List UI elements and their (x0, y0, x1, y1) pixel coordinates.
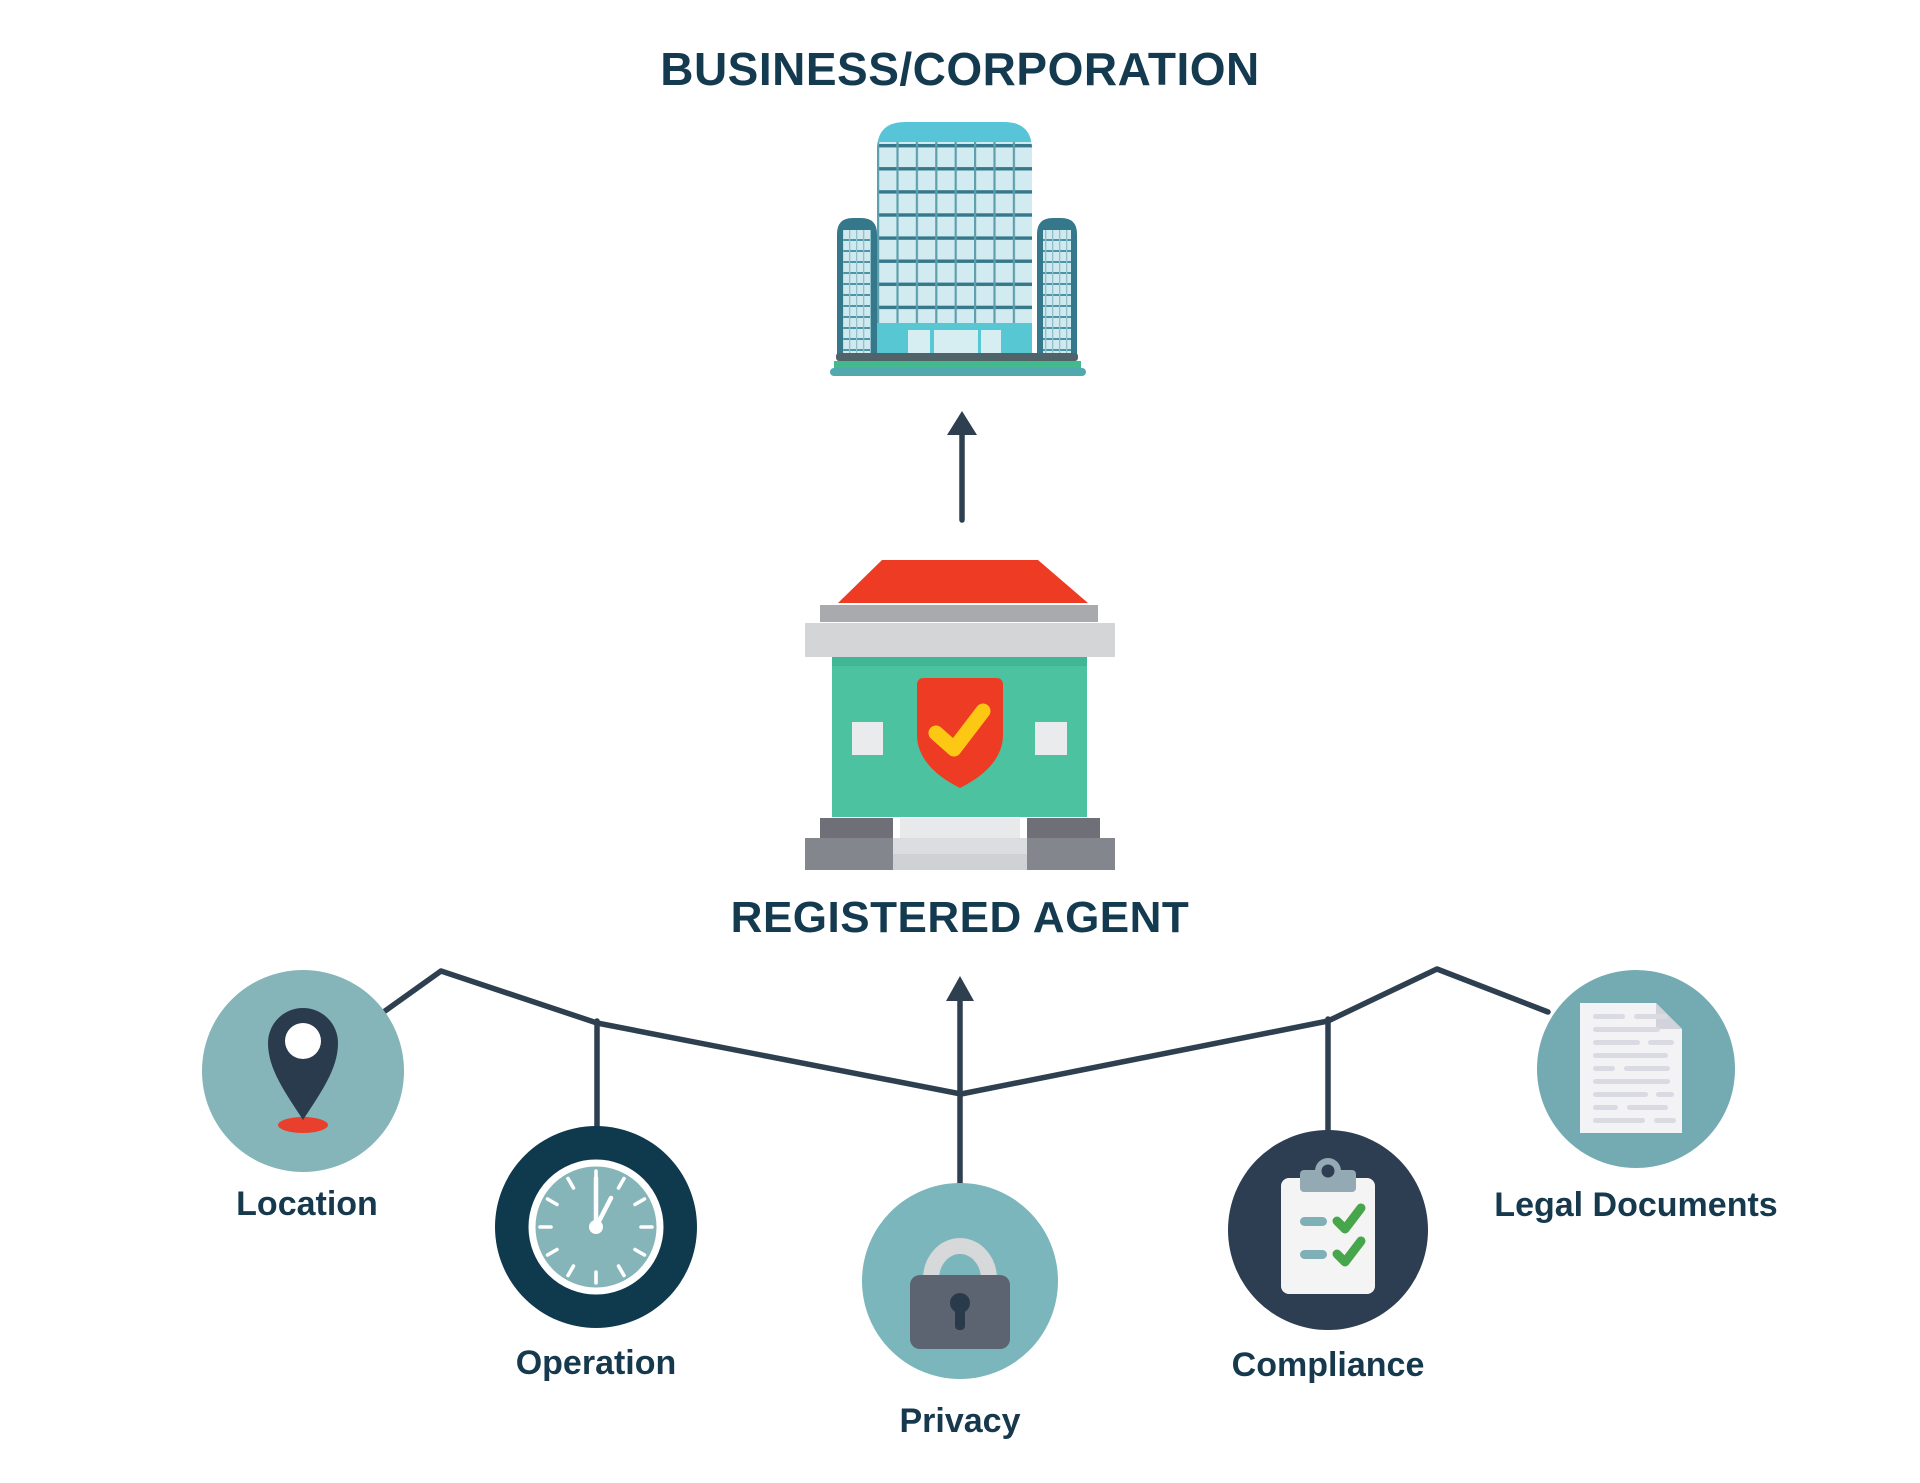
registered-agent-title: REGISTERED AGENT (730, 893, 1190, 942)
location-pin-icon (268, 1008, 338, 1133)
node-circle-compliance (1228, 1130, 1428, 1330)
agent-cornice-upper (820, 605, 1098, 622)
base-bar-green (834, 361, 1081, 368)
arrow-up-head-icon (946, 976, 974, 1001)
padlock-icon (910, 1238, 1010, 1349)
registered-agent-building-icon (805, 560, 1115, 870)
shield-check-icon (928, 703, 991, 757)
node-label-location: Location (236, 1185, 378, 1223)
corporation-building-icon (830, 122, 1086, 376)
node-label-operation: Operation (515, 1344, 677, 1382)
node-label-privacy: Privacy (899, 1402, 1021, 1440)
node-circle-legal-documents (1537, 970, 1735, 1168)
agent-roof (838, 560, 1088, 603)
connector-right (958, 966, 1551, 1097)
padlock-shackle (923, 1238, 997, 1303)
node-label-compliance: Compliance (1231, 1346, 1425, 1384)
arrow-up-head-icon (947, 411, 977, 435)
check-icon (1332, 1203, 1366, 1234)
clipboard-checklist-icon (1281, 1158, 1375, 1294)
base-bar-dark (836, 353, 1078, 361)
connector-left (382, 968, 964, 1097)
node-label-legal-documents: Legal Documents (1494, 1186, 1778, 1224)
check-icon (1332, 1236, 1366, 1267)
clock-icon (528, 1159, 664, 1295)
base-bar-teal (830, 368, 1086, 376)
node-circle-location (202, 970, 404, 1172)
document-fold (1656, 1003, 1682, 1029)
clipboard-clip (1300, 1170, 1356, 1192)
agent-window-right (1035, 722, 1067, 755)
pin-shadow (278, 1117, 328, 1133)
node-circle-operation (495, 1126, 697, 1328)
clipboard-board (1281, 1178, 1375, 1294)
diagram-title: BUSINESS/CORPORATION (660, 43, 1260, 95)
agent-window-left (852, 722, 883, 755)
document-icon (1580, 1003, 1682, 1133)
node-circle-privacy (862, 1183, 1058, 1379)
agent-cornice-lower (805, 623, 1115, 657)
agent-plinth-right (1027, 818, 1100, 838)
agent-plinth-left (820, 818, 893, 838)
agent-steps (900, 818, 1020, 838)
